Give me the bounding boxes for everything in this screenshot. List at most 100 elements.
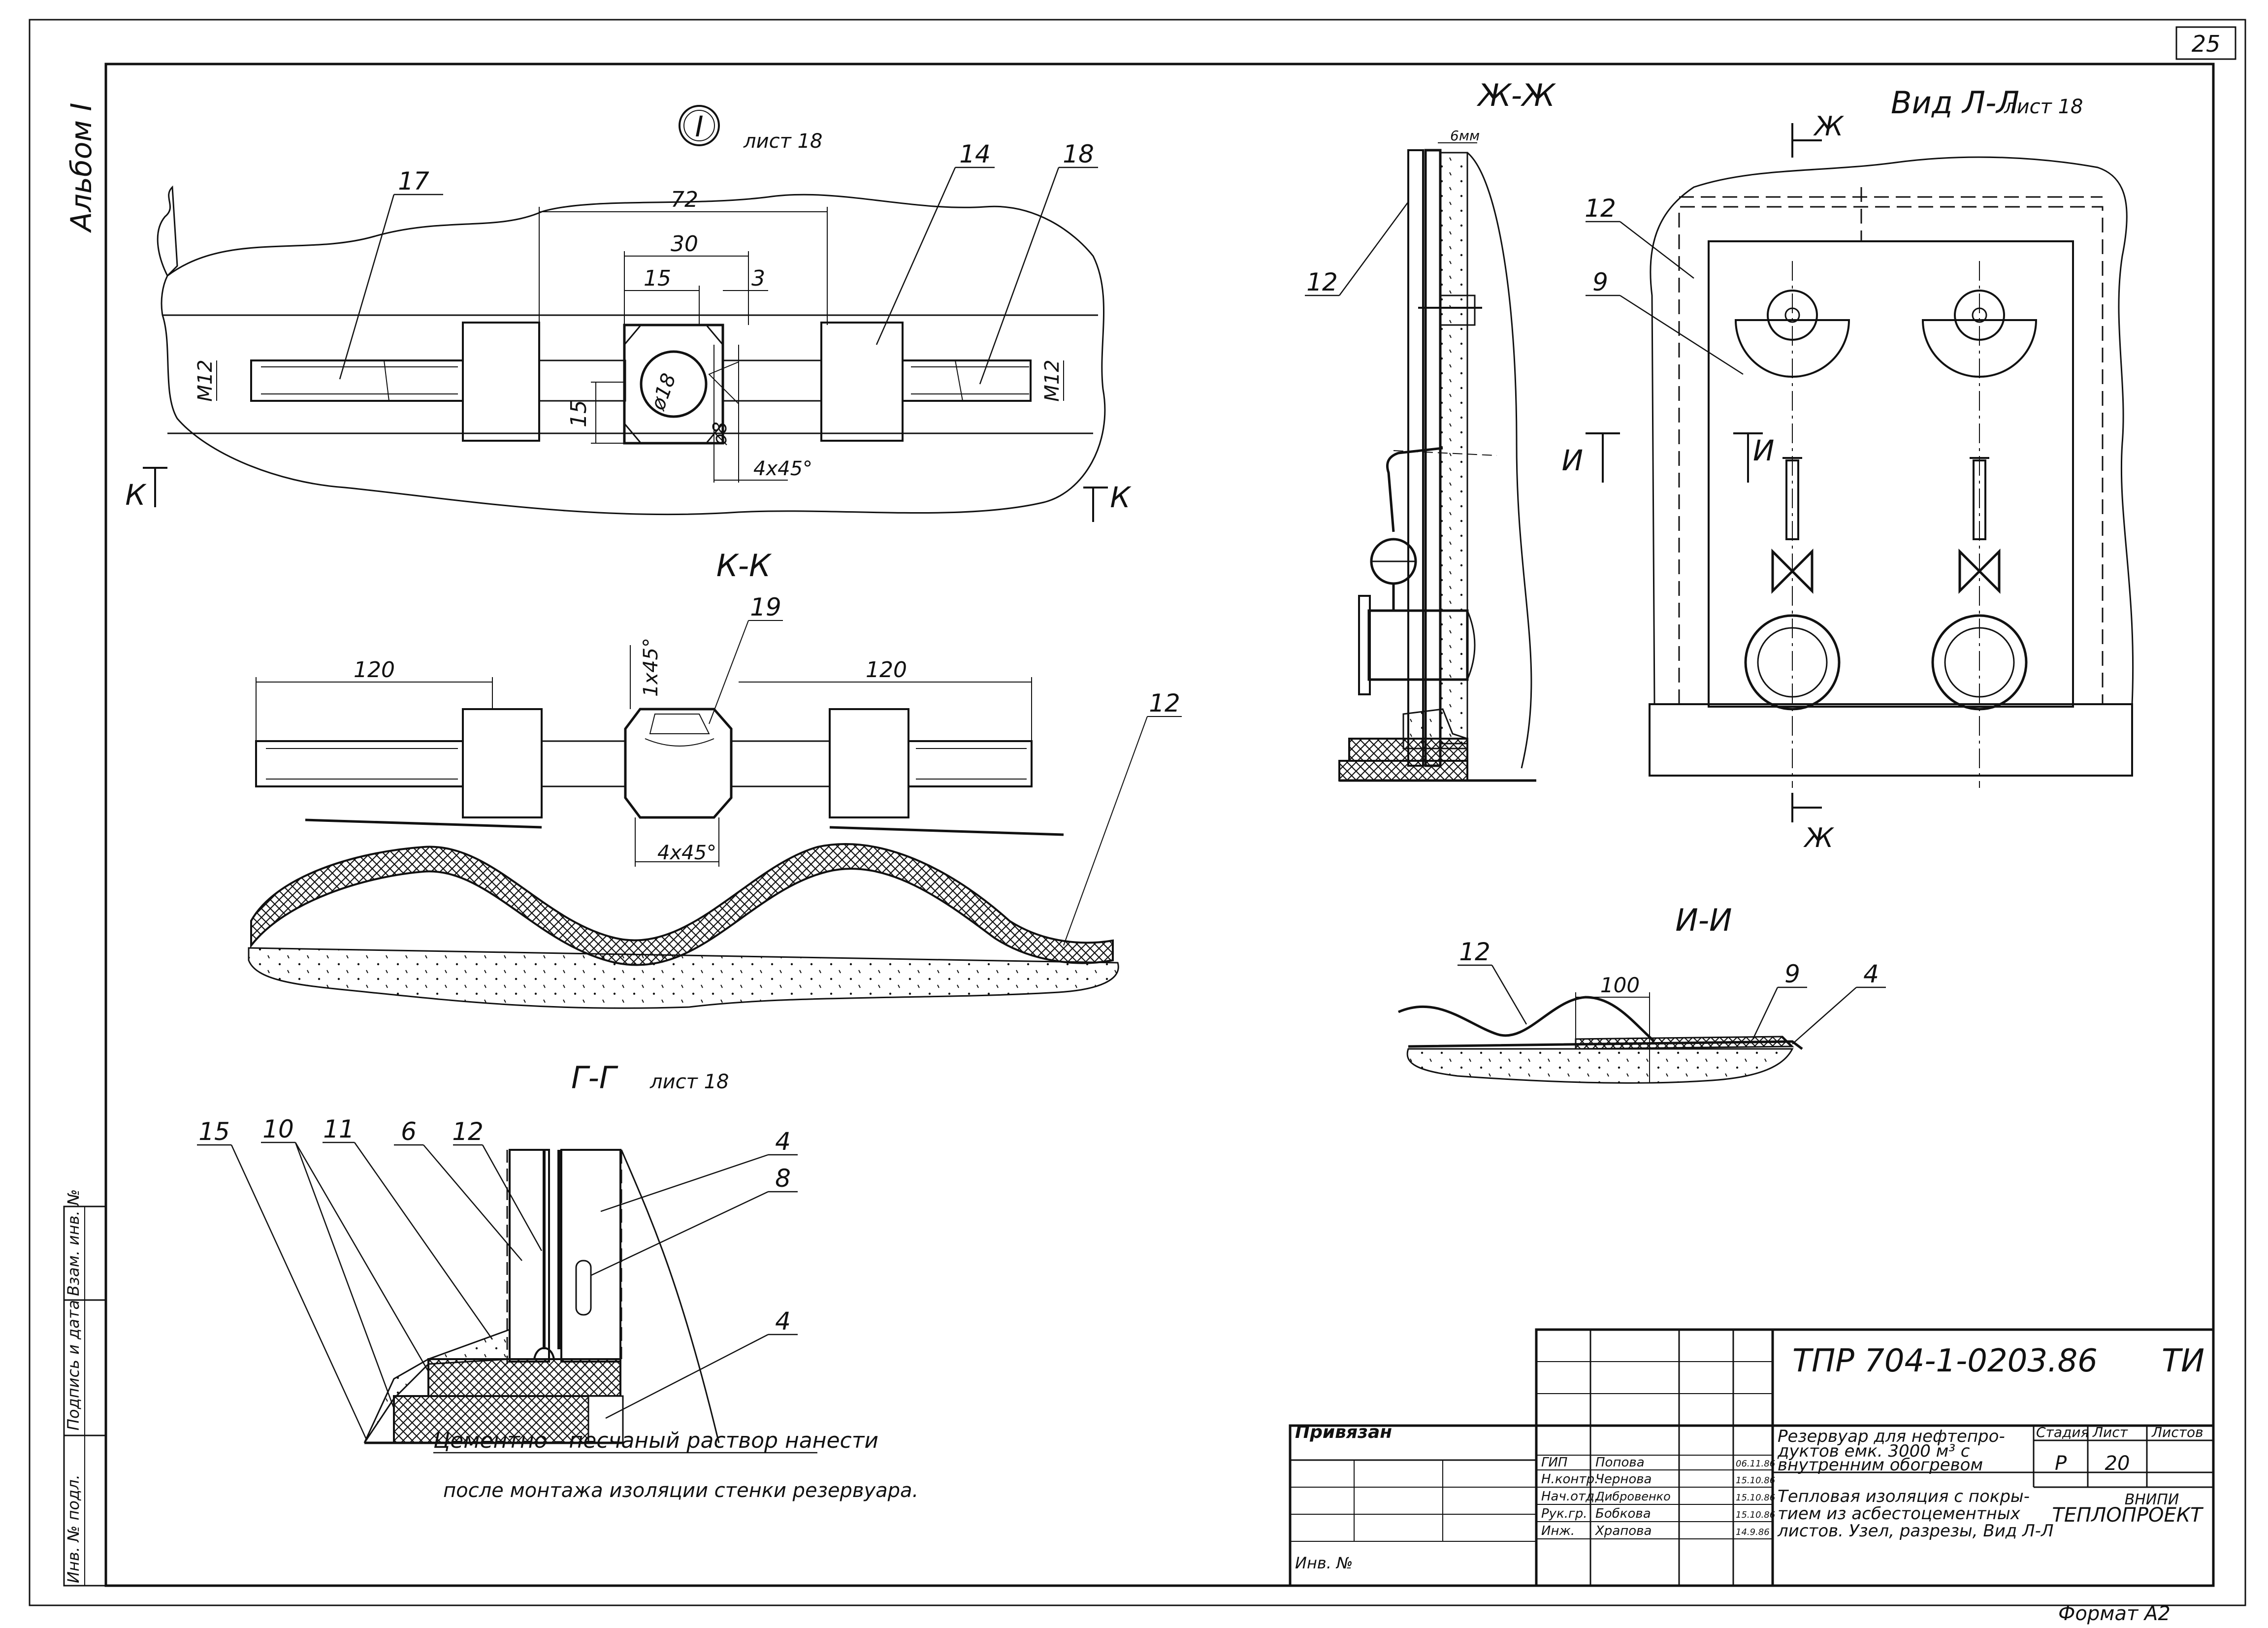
pos-12-zhzh: 12: [1306, 268, 1338, 296]
object-title-line3: внутренним обогревом: [1778, 1455, 1983, 1475]
view-ll: Вид Л-Л лист 18: [1562, 85, 2134, 853]
name-inzh: Храпова: [1594, 1524, 1652, 1538]
role-nkontr: Н.контр.: [1541, 1472, 1598, 1487]
stamp-vzam-inv: Взам. инв. №: [64, 1189, 83, 1296]
insulation-kk: [248, 947, 1119, 1009]
zhzh-base-layer-2: [1338, 760, 1468, 781]
nut-right-14: [820, 322, 904, 442]
section-mark-i-left: И: [1562, 444, 1583, 477]
album-label: Альбом I: [65, 103, 98, 233]
date-nkontr: 15.10.86: [1736, 1475, 1775, 1486]
pos-11: 11: [323, 1115, 355, 1143]
base-layer-top: [427, 1358, 621, 1397]
roles-table: ГИП Попова 06.11.86 Н.контр. Чернова 15.…: [1541, 1455, 1775, 1538]
name-nachotd: Дибровенко: [1595, 1490, 1671, 1503]
coupling-kk: [624, 708, 733, 819]
inv-no-label: Инв. №: [1295, 1554, 1353, 1572]
stage-header: Стадия: [2036, 1424, 2089, 1440]
stage-value: Р: [2055, 1452, 2067, 1475]
pos-12-ll: 12: [1585, 194, 1616, 223]
ii-insulation: [1406, 1048, 1794, 1084]
sheets-header: Листов: [2151, 1424, 2203, 1440]
sheet-header: Лист: [2092, 1424, 2128, 1440]
dim-1x45: 1x45°: [640, 638, 662, 697]
section-ii: И-И 100 12 9 4: [1398, 902, 1886, 1084]
pos-14: 14: [959, 140, 991, 168]
pos-4-gg-top: 4: [775, 1127, 791, 1156]
stamp-inv-podl: Инв. № подл.: [64, 1474, 83, 1583]
name-nkontr: Чернова: [1595, 1472, 1652, 1487]
name-rukgr: Бобкова: [1595, 1506, 1651, 1521]
sheet-title-line3: листов. Узел, разрезы, Вид Л-Л: [1777, 1521, 2054, 1541]
rod-right: [902, 359, 1032, 402]
view-ll-break-outline: [1650, 156, 2134, 705]
role-inzh: Инж.: [1541, 1524, 1575, 1538]
nut-left-14: [462, 322, 540, 442]
pos-12-kk: 12: [1149, 689, 1180, 717]
name-gip: Попова: [1595, 1455, 1645, 1470]
pos-12-ii: 12: [1459, 938, 1490, 966]
gg-note-line2: после монтажа изоляции стенки резервуара…: [443, 1479, 918, 1502]
pos-10: 10: [262, 1115, 294, 1143]
section-ii-title: И-И: [1675, 902, 1732, 938]
dim-100: 100: [1600, 973, 1640, 997]
pos-4-ii: 4: [1863, 960, 1879, 988]
section-gg-title: Г-Г: [571, 1060, 618, 1096]
doc-code: ТПР 704-1-0203.86: [1792, 1343, 2098, 1379]
section-mark-i-right: И: [1753, 434, 1774, 467]
section-gg-ref: лист 18: [649, 1071, 729, 1093]
object-title-line1: Резервуар для нефтепро-: [1778, 1427, 2005, 1446]
privyazan-label: Привязан: [1295, 1422, 1392, 1442]
dim-dia8: ø8: [709, 422, 731, 445]
view-ll-ref: лист 18: [2004, 96, 2083, 118]
view-i: I лист 18: [125, 105, 1132, 522]
object-title-line2: дуктов емк. 3000 м³ с: [1777, 1441, 1970, 1461]
inner-panel-9: [1708, 240, 2074, 708]
gg-note-line1: Цементно - песчаный раствор нанести: [433, 1428, 878, 1453]
section-kk-title: К-К: [716, 548, 772, 584]
pos-15: 15: [198, 1117, 230, 1146]
pos-18: 18: [1063, 140, 1094, 168]
org-line2: ТЕПЛОПРОЕКТ: [2052, 1504, 2204, 1527]
dim-120-left: 120: [354, 657, 395, 683]
outer-frame: [29, 19, 2246, 1606]
role-nachotd: Нач.отд.: [1541, 1489, 1598, 1504]
cement-sand-mortar: [363, 1328, 511, 1443]
dim-chamfer-4x45: 4x45°: [753, 457, 812, 480]
section-mark-zh-bottom: Ж: [1803, 822, 1835, 853]
pos-17: 17: [398, 167, 429, 195]
pos-9-ll: 9: [1592, 268, 1608, 296]
view-i-ref: лист 18: [743, 130, 822, 153]
pos-9-ii: 9: [1784, 960, 1800, 988]
dim-15: 15: [644, 266, 671, 291]
date-gip: 06.11.86: [1736, 1459, 1775, 1469]
dim-120-right: 120: [866, 657, 907, 683]
date-rukgr: 15.10.86: [1736, 1510, 1775, 1520]
pos-19: 19: [750, 593, 781, 621]
sheet-number: 25: [2192, 31, 2221, 57]
org-line1: ВНИПИ: [2125, 1491, 2179, 1508]
thread-m12-right: М12: [1041, 359, 1064, 401]
doc-mark: ТИ: [2162, 1343, 2204, 1379]
section-zhzh-title: Ж-Ж: [1476, 77, 1556, 113]
section-mark-zh-top: Ж: [1813, 111, 1845, 142]
pos-4-gg-bottom: 4: [775, 1307, 791, 1335]
dim-dia18: ø18: [647, 370, 680, 414]
view-i-dimensions: [216, 207, 1064, 483]
date-inzh: 14.9.86: [1736, 1527, 1770, 1537]
base-strip: [1649, 703, 2133, 777]
sheet-title-line2: тием из асбестоцементных: [1778, 1504, 2021, 1524]
sheet-title-line1: Тепловая изоляция с покры-: [1778, 1487, 2030, 1506]
coupling-hole-d18: [640, 350, 708, 418]
view-i-callout: I: [695, 110, 703, 143]
dim-30: 30: [671, 231, 698, 257]
section-mark-k-right: К: [1110, 481, 1132, 514]
stamp-signature-date: Подпись и дата: [64, 1300, 83, 1431]
dim-15-vertical: 15: [566, 400, 591, 427]
dim-6mm: 6мм: [1450, 128, 1480, 144]
dim-72: 72: [671, 187, 698, 212]
pos-12-gg: 12: [452, 1117, 484, 1146]
zhzh-base-layer-1: [1348, 738, 1468, 762]
format-label: Формат А2: [2058, 1602, 2171, 1625]
